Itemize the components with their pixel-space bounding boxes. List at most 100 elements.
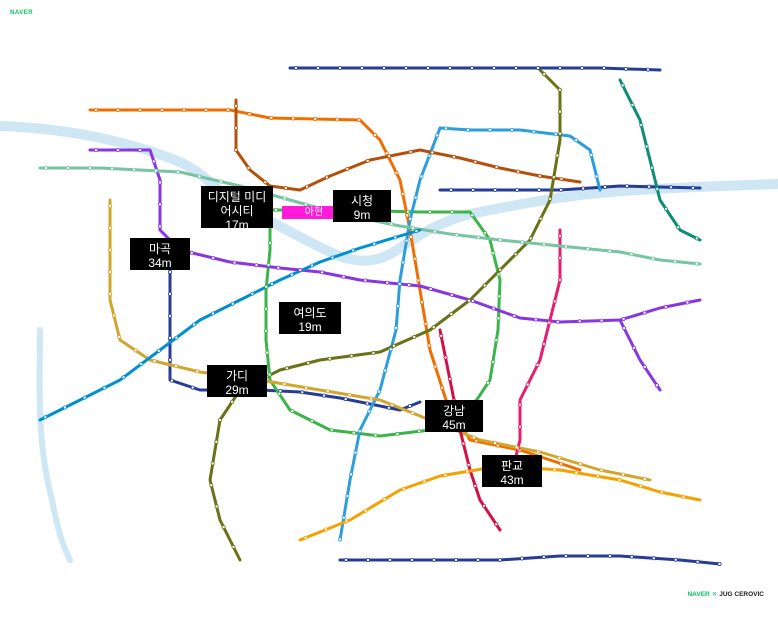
station-dot xyxy=(300,390,305,395)
station-dot xyxy=(473,483,478,488)
station-dot xyxy=(447,66,452,71)
station-dot xyxy=(574,470,579,475)
station-dot xyxy=(475,558,480,563)
station-dot xyxy=(408,149,413,154)
station-dot xyxy=(267,372,272,377)
station-dot xyxy=(547,320,552,325)
station-dot xyxy=(359,66,364,71)
station-dot xyxy=(427,153,432,158)
station-dot xyxy=(490,359,495,364)
station-dot xyxy=(137,147,142,152)
station-dot xyxy=(190,385,195,390)
station-dot xyxy=(676,225,681,230)
station-dot xyxy=(647,184,652,189)
station-dot xyxy=(491,306,496,311)
commute-label-pangyo[interactable]: 판교 43m xyxy=(482,455,542,487)
station-dot xyxy=(602,66,607,71)
station-dot xyxy=(395,304,400,309)
station-dot xyxy=(369,396,374,401)
commute-label-gadi[interactable]: 가디 29m xyxy=(207,365,267,397)
commute-label-dmc[interactable]: 디지털 미디어시티 17m xyxy=(201,186,273,232)
commute-label-gangnam[interactable]: 강남 45m xyxy=(425,400,483,432)
station-dot xyxy=(622,326,627,331)
station-dot xyxy=(293,66,298,71)
station-dot xyxy=(466,462,471,467)
commute-label-name: 여의도 xyxy=(293,306,327,320)
station-dot xyxy=(515,187,520,192)
station-dot xyxy=(461,441,466,446)
station-dot xyxy=(309,418,314,423)
station-dot xyxy=(365,158,370,163)
station-dot xyxy=(157,202,162,207)
station-dot xyxy=(351,248,356,253)
station-dot xyxy=(267,240,272,245)
station-dot xyxy=(210,311,215,316)
station-dot xyxy=(528,236,533,241)
station-dot xyxy=(82,395,87,400)
commute-label-yeouido[interactable]: 여의도 19m xyxy=(279,302,341,334)
station-dot xyxy=(110,166,115,171)
station-dot xyxy=(498,237,503,242)
commute-label-cityhall[interactable]: 시청 9m xyxy=(333,190,391,222)
station-dot xyxy=(607,554,612,559)
station-dot xyxy=(621,472,626,477)
station-dot xyxy=(553,132,558,137)
station-dot xyxy=(381,66,386,71)
commute-label-time: 17m xyxy=(225,218,249,232)
station-dot xyxy=(664,206,669,211)
station-dot xyxy=(139,362,144,367)
station-dot xyxy=(131,167,136,172)
station-dot xyxy=(400,191,405,196)
station-dot xyxy=(409,558,414,563)
station-dot xyxy=(389,222,394,227)
commute-label-magok[interactable]: 마곡 34m xyxy=(130,238,190,270)
commute-label-time: 29m xyxy=(225,383,249,397)
station-dot xyxy=(313,117,318,122)
station-dot xyxy=(306,360,311,365)
station-dot xyxy=(533,317,538,322)
station-dot xyxy=(386,405,391,410)
station-dot xyxy=(558,277,563,282)
station-dot xyxy=(558,233,563,238)
station-dot xyxy=(403,66,408,71)
station-dot xyxy=(214,439,219,444)
station-dot xyxy=(669,185,674,190)
station-dot xyxy=(630,103,635,108)
station-dot xyxy=(341,274,346,279)
station-dot xyxy=(431,558,436,563)
station-dot xyxy=(449,292,454,297)
station-dot xyxy=(133,348,138,353)
station-dot xyxy=(599,468,604,473)
station-dot xyxy=(494,522,499,527)
station-dot xyxy=(365,401,370,406)
station-dot xyxy=(651,256,656,261)
station-dot xyxy=(496,272,501,277)
station-dot xyxy=(266,262,271,267)
station-dot xyxy=(493,440,498,445)
origin-station-label[interactable]: 아현 xyxy=(282,206,346,219)
station-dot xyxy=(631,345,636,350)
station-dot xyxy=(393,235,398,240)
commute-label-name: 강남 xyxy=(442,404,466,418)
station-dot xyxy=(410,410,415,415)
station-dot xyxy=(383,368,388,373)
station-dot xyxy=(404,238,409,243)
station-dot xyxy=(102,385,107,390)
station-dot xyxy=(250,291,255,296)
station-dot xyxy=(419,300,424,305)
station-dot xyxy=(349,353,354,358)
station-dot xyxy=(525,382,530,387)
station-dot xyxy=(470,299,475,304)
station-dot xyxy=(557,455,562,460)
station-dot xyxy=(167,269,172,274)
station-dot xyxy=(343,397,348,402)
station-dot xyxy=(121,375,126,380)
station-dot xyxy=(518,424,523,429)
station-dot xyxy=(197,174,202,179)
station-dot xyxy=(88,165,93,170)
station-dot xyxy=(353,450,358,455)
station-dot xyxy=(225,108,230,113)
station-dot xyxy=(320,270,325,275)
station-dot xyxy=(557,87,562,92)
station-dot xyxy=(449,187,454,192)
